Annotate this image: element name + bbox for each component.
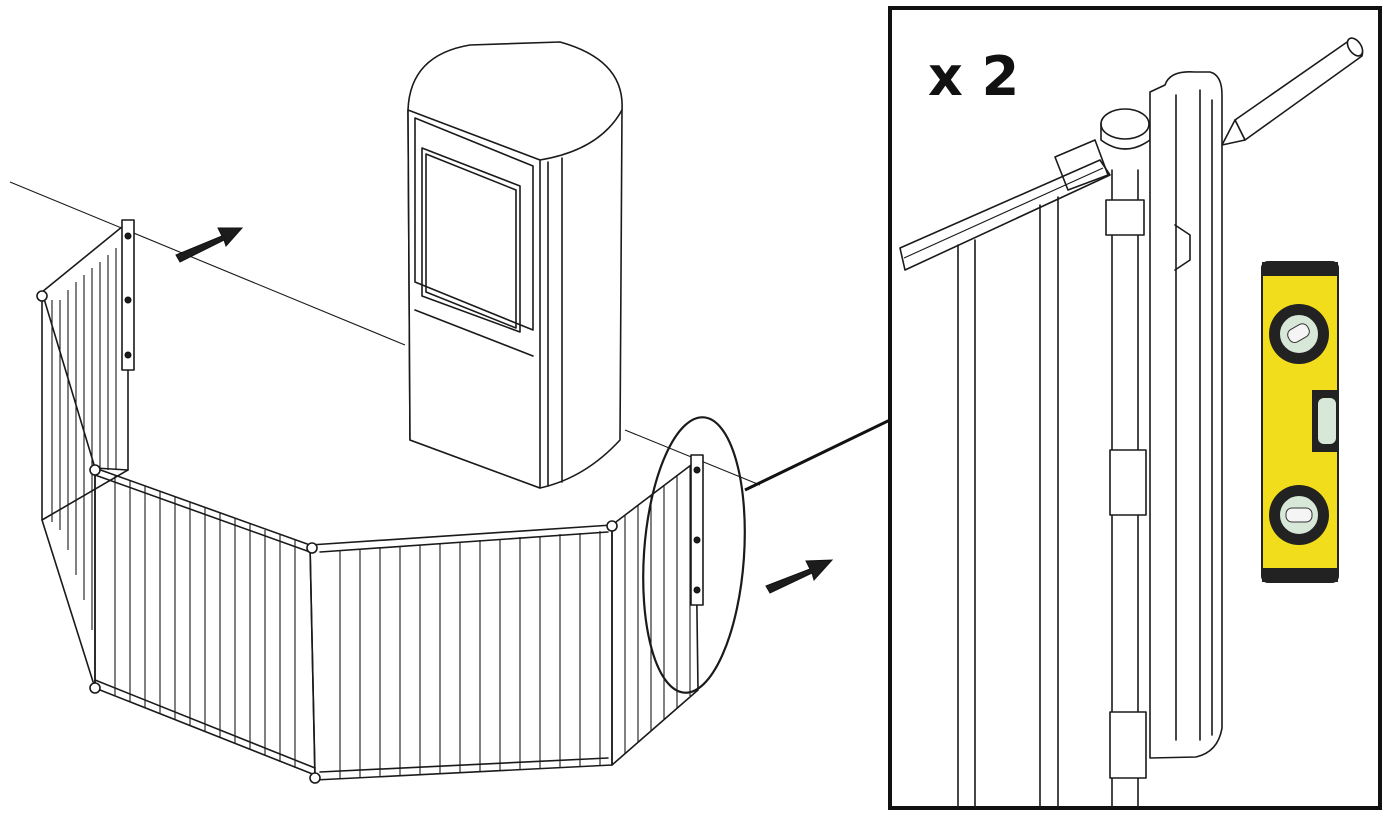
pencil-icon <box>1221 37 1364 146</box>
fireplace-stove <box>407 41 623 489</box>
safety-gate <box>36 219 704 784</box>
detail-box: x 2 <box>888 6 1382 810</box>
spirit-level-icon <box>1261 261 1339 583</box>
detail-leader-line <box>744 418 891 492</box>
wall-bracket-left <box>121 219 135 371</box>
arrow-icon <box>175 227 244 263</box>
detail-callout-ellipse <box>642 416 746 694</box>
quantity-label: x 2 <box>928 45 1019 108</box>
wall-bracket-right <box>690 454 704 606</box>
arrow-icon <box>765 559 834 594</box>
